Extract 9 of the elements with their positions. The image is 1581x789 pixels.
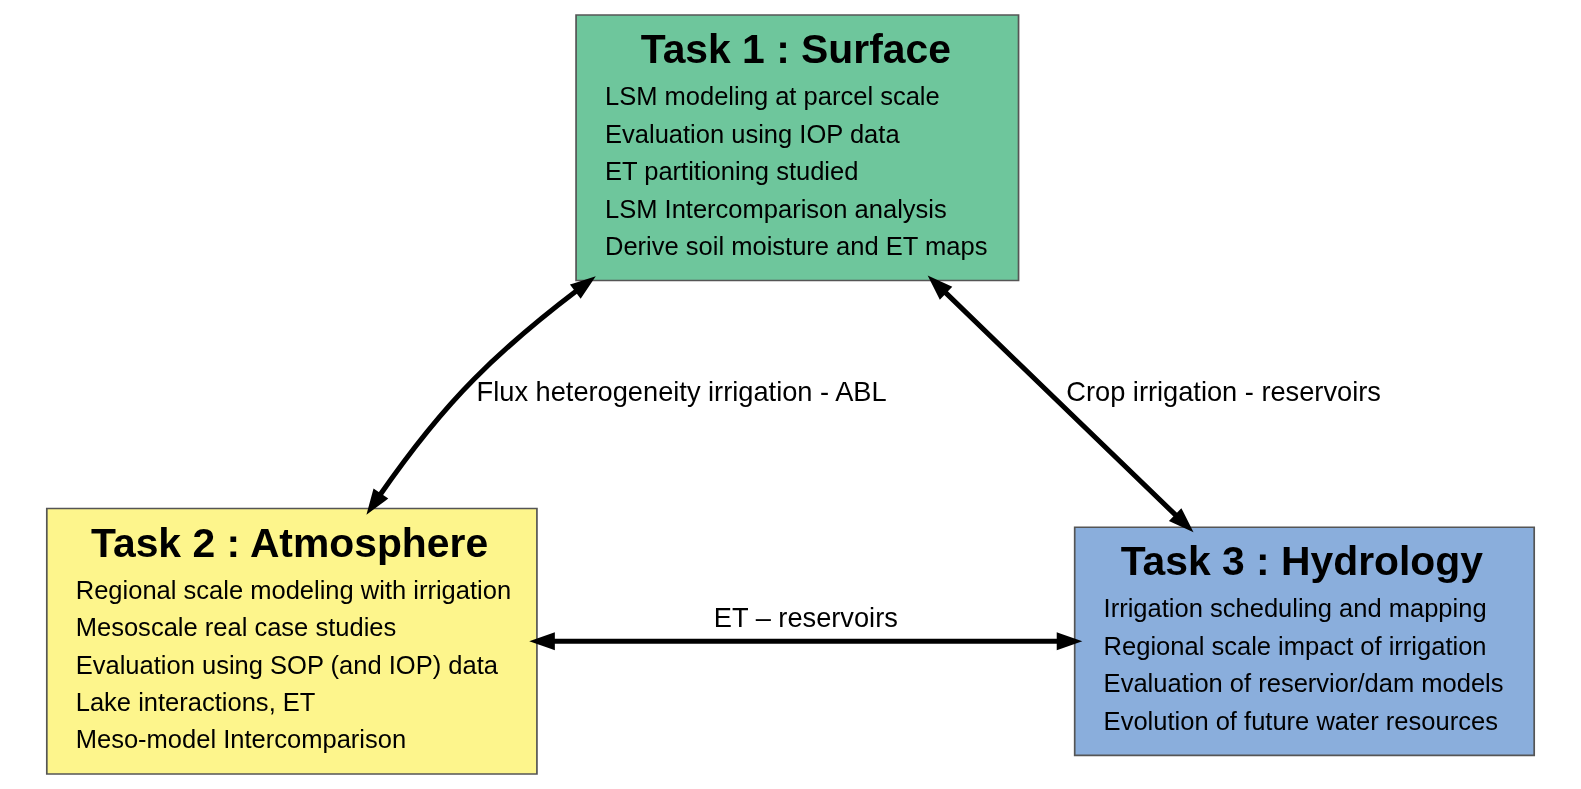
edge-label: ET – reservoirs <box>713 602 898 634</box>
arrow <box>529 632 1083 651</box>
node-box: Task 1 : Surface LSM modeling at parcel scale Evaluation using IOP data ET partitioning studied LSM Intercomparison analysis Derive soil moisture and ET maps <box>575 14 1020 282</box>
edge-label: Crop irrigation - reservoirs <box>1066 375 1381 407</box>
node-box: Task 3 : Hydrology Irrigation scheduling and mapping Regional scale impact of irrigation Evaluation of reservior/dam models Evolution of future water resources <box>1073 526 1536 757</box>
edge-label: Flux heterogeneity irrigation - ABL <box>476 375 887 407</box>
arrow <box>366 276 596 515</box>
arrow <box>927 275 1194 533</box>
node-box: Task 2 : Atmosphere Regional scale modeling with irrigation Mesoscale real case studies Evaluation using SOP (and IOP) data Lake interactions, ET Meso-model Intercomparison <box>45 507 538 775</box>
